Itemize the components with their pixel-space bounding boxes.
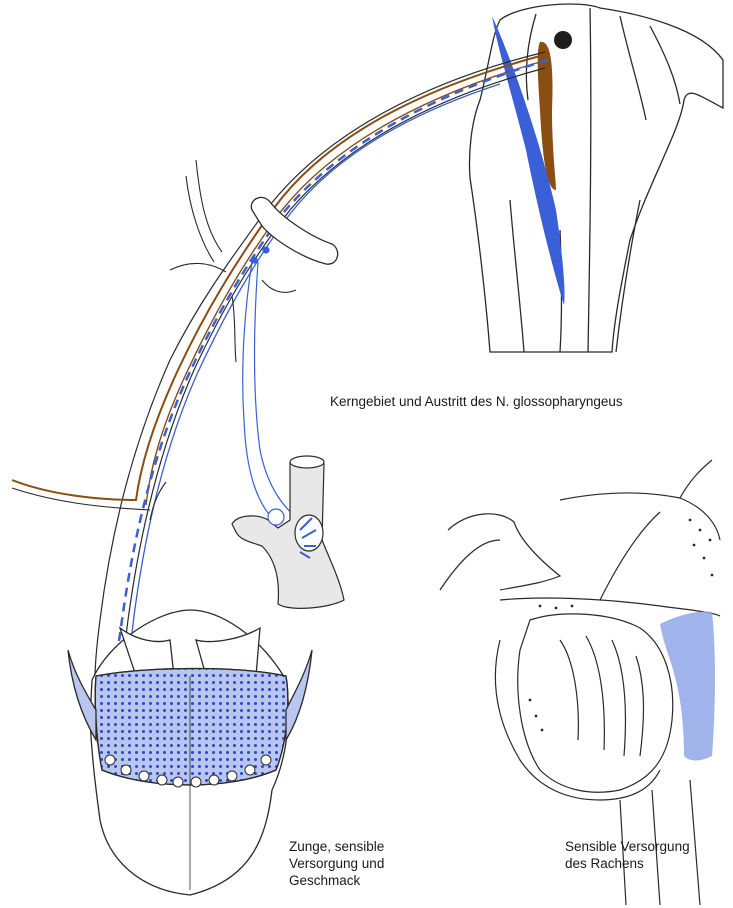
caption-line: Kerngebiet und Austritt des N. glossopha… — [330, 393, 623, 410]
caption-line: des Rachens — [565, 855, 690, 872]
caption-tongue: Zunge, sensible Versorgung und Geschmack — [289, 838, 384, 889]
caption-line: Zunge, sensible — [289, 838, 384, 855]
carotid-bifurcation — [232, 456, 344, 608]
nerve-trunk — [12, 52, 548, 720]
caption-nucleus-exit: Kerngebiet und Austritt des N. glossopha… — [330, 393, 623, 410]
caption-line: Geschmack — [289, 872, 384, 889]
caption-pharynx: Sensible Versorgung des Rachens — [565, 838, 690, 872]
tongue-drawing — [68, 610, 312, 895]
caption-line: Versorgung und — [289, 855, 384, 872]
caption-line: Sensible Versorgung — [565, 838, 690, 855]
